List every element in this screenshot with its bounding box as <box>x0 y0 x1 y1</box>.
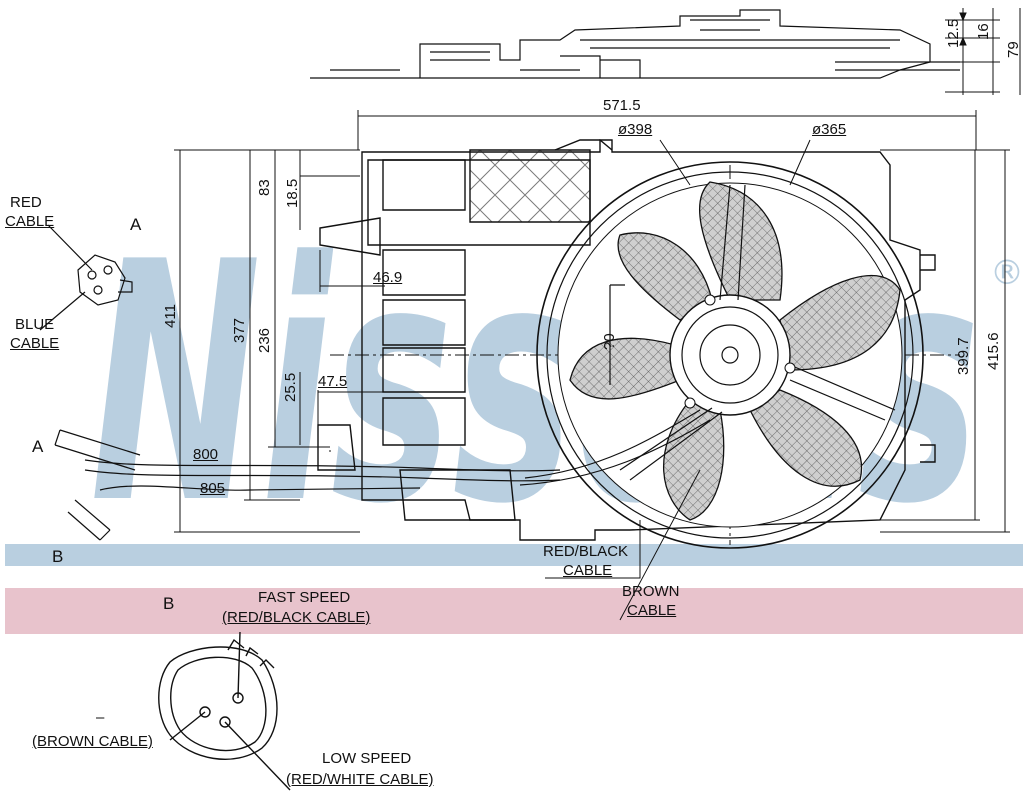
connector-a-detail <box>39 224 133 331</box>
side-view <box>310 9 960 79</box>
dim-12-5: 12.5 <box>945 18 962 48</box>
blue-cable-label-2: CABLE <box>10 335 60 352</box>
red-cable-label-2: CABLE <box>5 213 55 230</box>
cables <box>54 409 711 541</box>
brown-cable-paren-label: (BROWN CABLE) <box>32 733 153 750</box>
blue-cable-label-1: BLUE <box>15 316 55 333</box>
shroud <box>317 139 936 541</box>
pink-band <box>5 588 1023 634</box>
dim-18-5: 18.5 <box>284 178 301 208</box>
dim-25-5: 25.5 <box>282 372 299 402</box>
detail-b-left-label: B <box>52 547 64 566</box>
dim-dia-398: ø398 <box>618 121 653 138</box>
dim-805: 805 <box>200 480 226 497</box>
connector-b-detail <box>158 631 291 791</box>
minus-label: – <box>96 709 105 726</box>
dim-46-9: 46.9 <box>373 269 403 286</box>
dim-dia-365: ø365 <box>812 121 847 138</box>
dim-47-5: 47.5 <box>318 373 348 390</box>
brown-cable-label-2: CABLE <box>627 602 677 619</box>
dim-83: 83 <box>256 179 273 196</box>
dim-571-5: 571.5 <box>603 97 641 114</box>
fast-speed-cable-label: (RED/BLACK CABLE) <box>222 609 371 626</box>
leader-lines <box>329 139 811 621</box>
dim-79: 79 <box>1005 41 1022 58</box>
low-speed-label: LOW SPEED <box>322 750 412 767</box>
dim-377: 377 <box>231 317 248 343</box>
red-black-cable-label-2: CABLE <box>563 562 613 579</box>
watermark-registered: ® <box>990 253 1024 293</box>
fast-speed-label: FAST SPEED <box>258 589 351 606</box>
dim-16: 16 <box>975 23 992 40</box>
red-black-cable-label-1: RED/BLACK <box>543 543 629 560</box>
detail-a-label: A <box>130 215 142 234</box>
detail-b-label: B <box>163 594 175 613</box>
dim-411: 411 <box>162 304 179 328</box>
low-speed-cable-label: (RED/WHITE CABLE) <box>286 771 434 788</box>
blue-band <box>5 544 1023 566</box>
dim-800: 800 <box>193 446 219 463</box>
detail-a-side-label: A <box>32 437 44 456</box>
dim-hub: ?0 <box>601 333 618 350</box>
side-view-dims <box>945 8 1021 95</box>
dim-399-7: 399.7 <box>955 337 972 375</box>
brown-cable-label-1: BROWN <box>622 583 680 600</box>
red-cable-label-1: RED <box>10 194 42 211</box>
dim-415-6: 415.6 <box>985 332 1002 370</box>
dim-236: 236 <box>256 327 273 353</box>
